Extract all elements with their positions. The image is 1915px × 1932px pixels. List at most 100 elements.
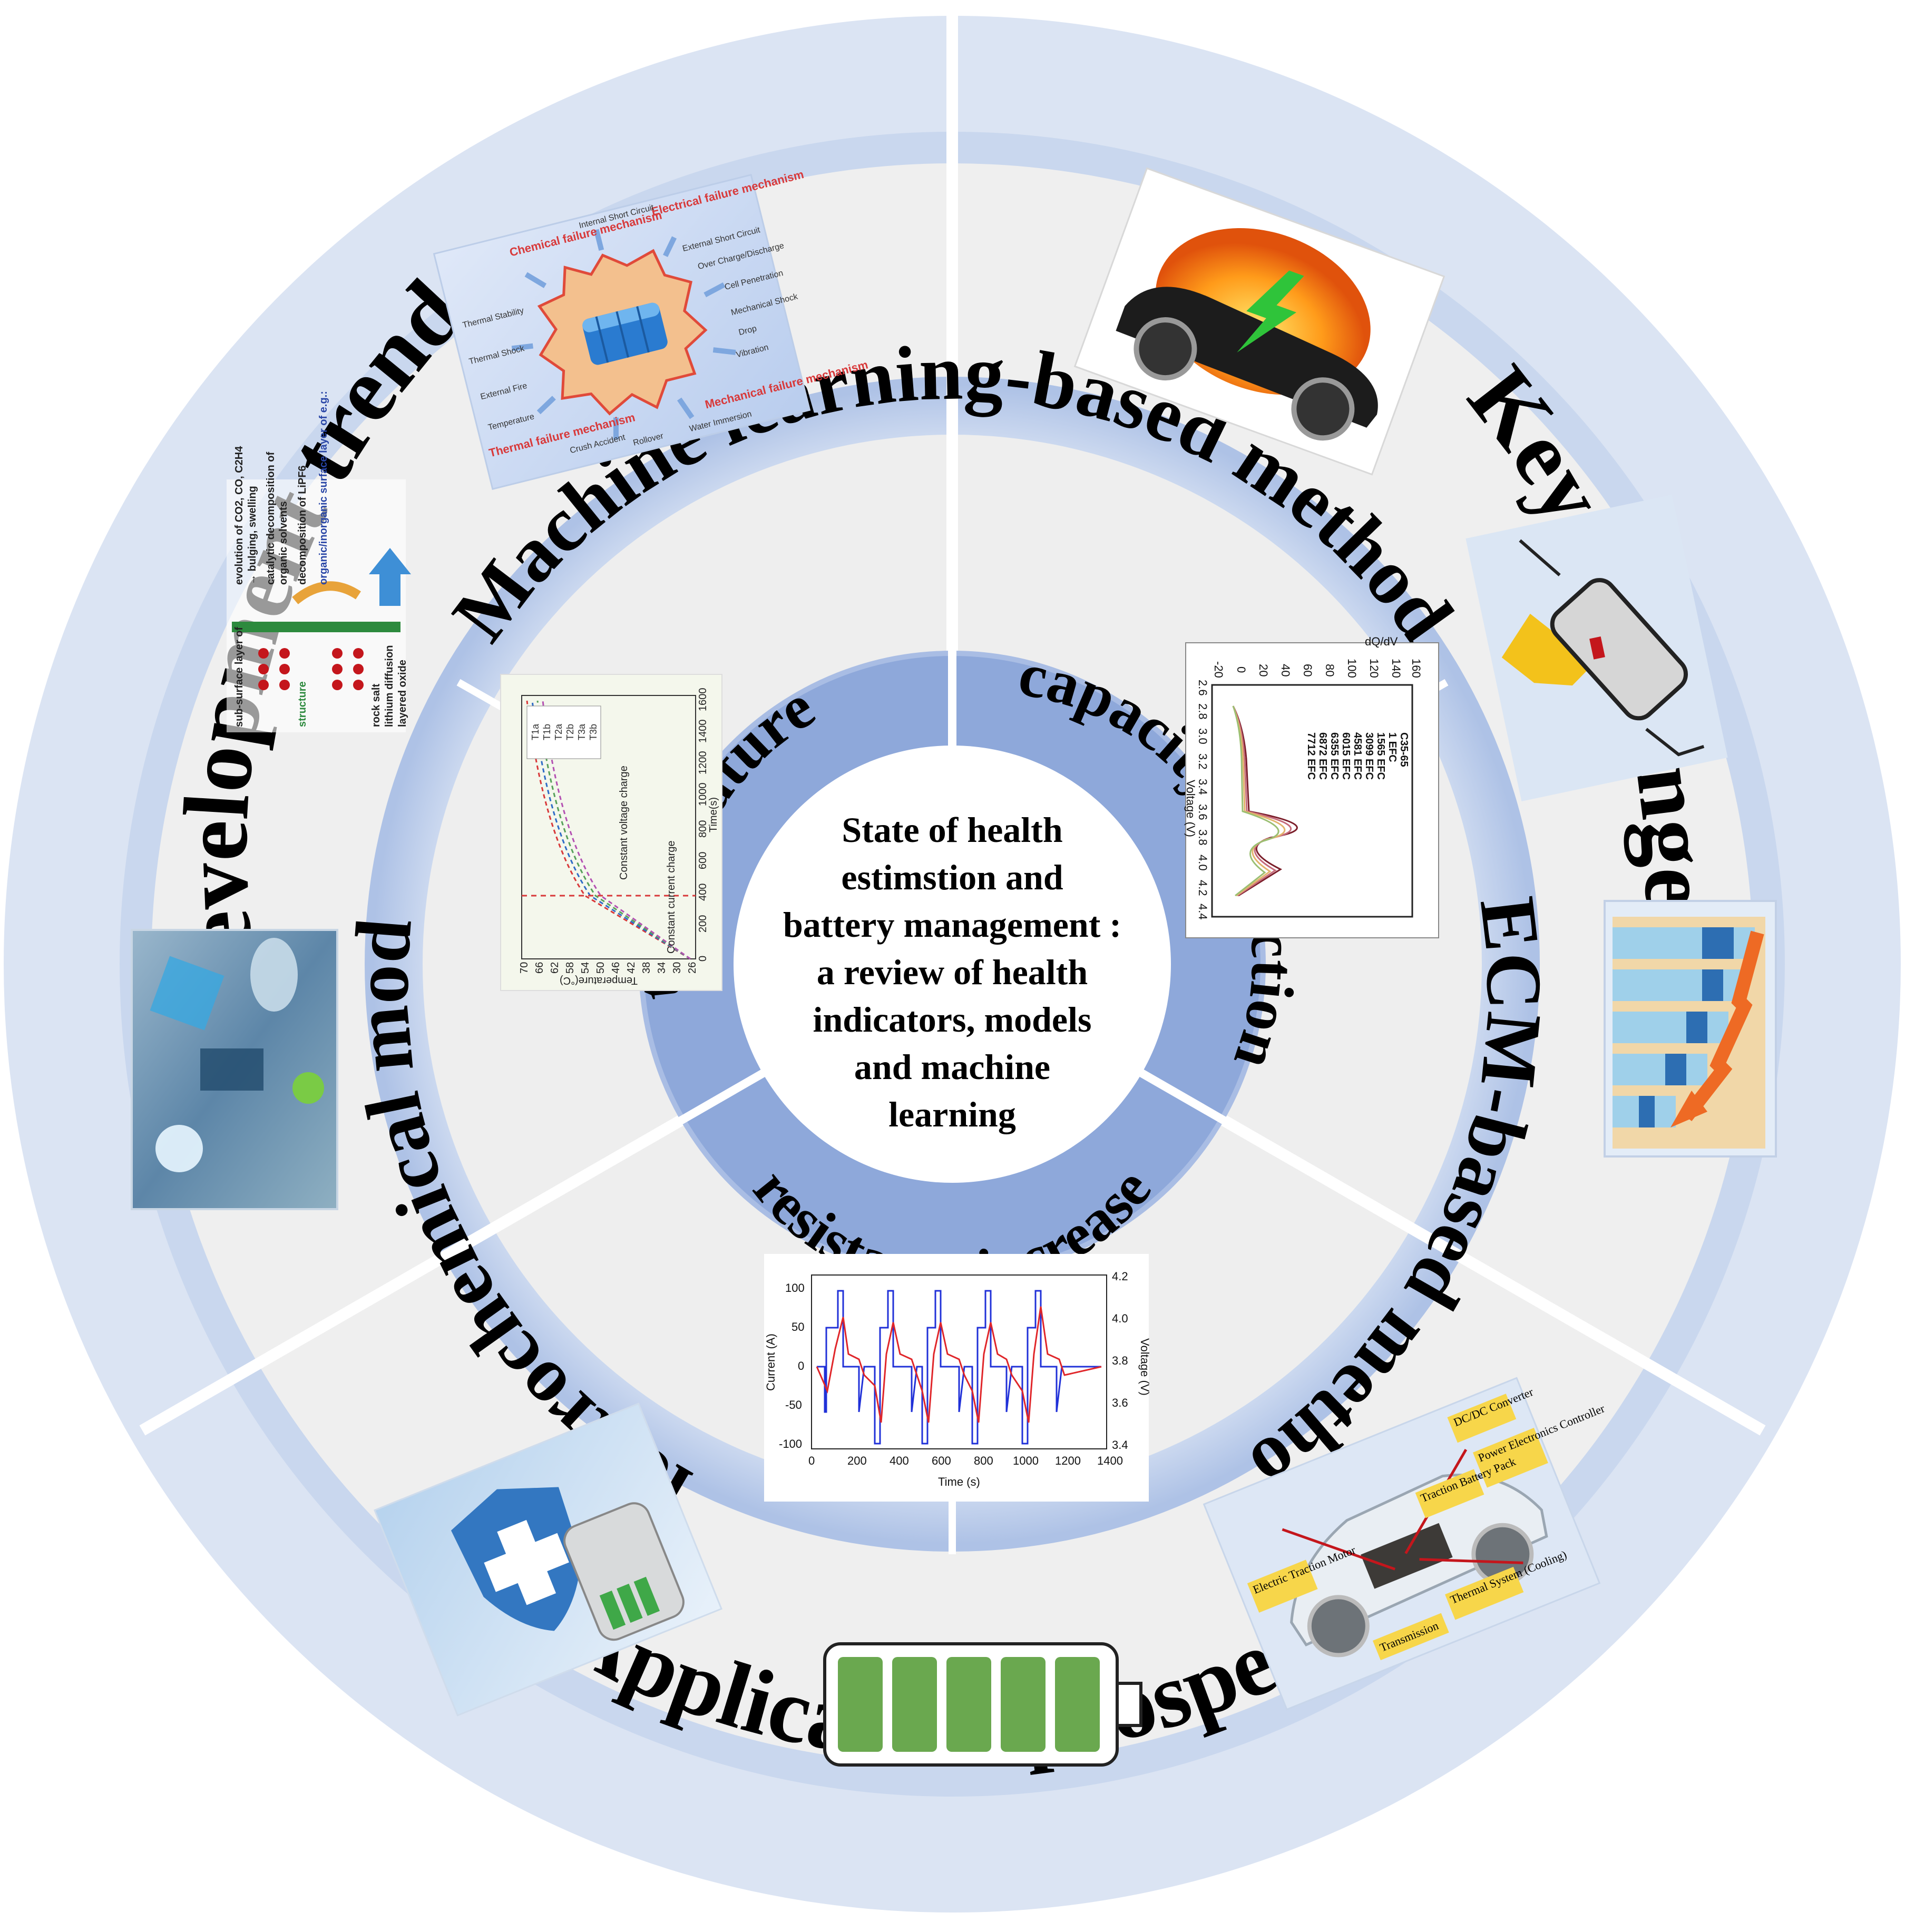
curved-arrow-icon bbox=[292, 581, 361, 605]
cv-ylabel-right: Voltage (V) bbox=[1138, 1338, 1151, 1396]
temp-legend: T2b bbox=[565, 724, 575, 740]
title-line-2: estimstion and bbox=[841, 857, 1063, 897]
temp-ytick: 50 bbox=[595, 962, 607, 974]
dqdv-ytick: 0 bbox=[1235, 666, 1248, 673]
dqdv-xtick: 4.2 bbox=[1196, 880, 1209, 896]
recycle-icon bbox=[292, 1072, 324, 1104]
dqdv-xtick: 3.0 bbox=[1196, 728, 1209, 744]
cv-current-trace bbox=[816, 1290, 1102, 1445]
cv-xtick: 200 bbox=[847, 1454, 867, 1467]
dqdv-ytick: 40 bbox=[1279, 664, 1292, 676]
battery-cells-icon bbox=[582, 302, 668, 365]
cv-xlabel: Time (s) bbox=[938, 1475, 980, 1488]
cv-ytick-right: 3.8 bbox=[1112, 1354, 1128, 1367]
sei-label: catalytic decomposition of bbox=[265, 452, 277, 585]
sei-layer bbox=[232, 622, 400, 632]
cv-ytick-left: 0 bbox=[798, 1359, 804, 1372]
temp-xtick: 1400 bbox=[697, 720, 709, 743]
cv-ylabel-left: Current (A) bbox=[764, 1333, 777, 1391]
dqdv-xtick: 2.8 bbox=[1196, 703, 1209, 720]
temperature-plot: Constant voltage charge Constant current… bbox=[500, 674, 722, 991]
dqdv-xtick: 3.2 bbox=[1196, 753, 1209, 770]
temp-xtick: 1200 bbox=[697, 751, 709, 775]
temp-legend: T1b bbox=[542, 724, 552, 740]
cartoon-battery-image bbox=[1465, 494, 1728, 802]
temp-ytick: 54 bbox=[580, 962, 591, 974]
burning-car-image bbox=[1073, 167, 1445, 476]
sei-label: organic solvents bbox=[278, 501, 289, 585]
dqdv-xtick: 3.4 bbox=[1196, 779, 1209, 795]
temp-note: Constant current charge bbox=[666, 840, 677, 954]
dqdv-ytick: 100 bbox=[1345, 659, 1359, 678]
sei-label: organic/inorganic surface layer of e.g.: bbox=[318, 391, 329, 585]
battery-cell bbox=[1001, 1657, 1046, 1752]
temp-ytick: 34 bbox=[656, 962, 668, 974]
cv-xtick: 1000 bbox=[1013, 1454, 1039, 1467]
temp-xtick: 400 bbox=[697, 884, 709, 901]
temp-ytick: 38 bbox=[641, 962, 652, 974]
temp-ytick: 70 bbox=[519, 962, 530, 974]
cv-ytick-right: 4.2 bbox=[1112, 1270, 1128, 1283]
temp-xlabel: Time(s) bbox=[708, 797, 719, 832]
cv-ytick-right: 4.0 bbox=[1112, 1312, 1128, 1325]
battery-pack-icon bbox=[1361, 1523, 1453, 1589]
title-line-5: indicators, models bbox=[813, 999, 1092, 1039]
dqdv-curves bbox=[1232, 705, 1298, 897]
temp-legend: T1a bbox=[530, 723, 541, 740]
dqdv-xtick: 3.6 bbox=[1196, 804, 1209, 820]
battery-character bbox=[1550, 578, 1688, 721]
cv-xtick: 0 bbox=[808, 1454, 815, 1467]
dqdv-legend: 4581 EFC bbox=[1352, 732, 1363, 780]
dqdv-ytick: 160 bbox=[1410, 659, 1423, 678]
dqdv-ytick: 60 bbox=[1301, 664, 1314, 676]
cv-xtick: 1200 bbox=[1055, 1454, 1081, 1467]
battery-cell bbox=[1055, 1657, 1100, 1752]
sei-label: rock salt bbox=[370, 683, 382, 727]
temp-ytick: 62 bbox=[549, 962, 561, 974]
temp-legend: T3a bbox=[577, 723, 587, 740]
spark-icon bbox=[155, 1125, 203, 1172]
title-line-1: State of health bbox=[842, 810, 1062, 850]
temp-xtick: 800 bbox=[697, 820, 709, 838]
dqdv-legend: 6355 EFC bbox=[1328, 732, 1340, 780]
cv-ytick-left: 50 bbox=[792, 1320, 804, 1333]
sei-label: → bulging, swelling bbox=[247, 486, 258, 585]
failure-arrows bbox=[511, 229, 736, 439]
dqdv-legend: 6015 EFC bbox=[1340, 732, 1352, 780]
temp-legend: T2a bbox=[553, 723, 564, 740]
dqdv-xlabel: Voltage (V) bbox=[1184, 780, 1197, 837]
temp-legend: T3b bbox=[588, 724, 599, 740]
cv-ytick-left: -100 bbox=[779, 1437, 802, 1450]
sei-label: layered oxide bbox=[397, 660, 408, 727]
full-battery-icon bbox=[823, 1642, 1142, 1767]
cv-xtick: 400 bbox=[890, 1454, 909, 1467]
failure-mechanism-figure: Chemical failure mechanism Electrical fa… bbox=[433, 168, 869, 490]
dqdv-xtick: 2.6 bbox=[1196, 680, 1209, 696]
temp-ytick: 58 bbox=[564, 962, 576, 974]
dqdv-xtick: 4.0 bbox=[1196, 855, 1209, 871]
arrow-icon bbox=[369, 548, 411, 606]
temp-ytick: 42 bbox=[626, 962, 637, 974]
temp-xtick: 200 bbox=[697, 915, 709, 933]
wheel-icon bbox=[1134, 317, 1197, 381]
sei-label: sub-surface layer of bbox=[233, 627, 245, 727]
dqdv-legend: 3099 EFC bbox=[1363, 732, 1375, 780]
center-disc bbox=[734, 746, 1171, 1183]
sei-label: structure bbox=[297, 681, 308, 727]
cv-ytick-right: 3.4 bbox=[1112, 1438, 1128, 1452]
dqdv-plot: -20 0 20 40 60 80 100 120 140 160 2.6 2.… bbox=[1184, 635, 1439, 938]
temp-ytick: 46 bbox=[610, 962, 622, 974]
chip-icon bbox=[150, 956, 224, 1031]
temp-xtick: 1600 bbox=[697, 688, 709, 712]
title-line-3: battery management : bbox=[783, 905, 1121, 945]
dqdv-legend: 1565 EFC bbox=[1375, 732, 1386, 780]
dqdv-xtick: 3.8 bbox=[1196, 829, 1209, 846]
center-title: State of health estimstion and battery m… bbox=[783, 810, 1121, 1134]
title-line-4: a review of health bbox=[817, 952, 1088, 992]
dqdv-ytick: 80 bbox=[1323, 664, 1336, 676]
battery-cell bbox=[892, 1657, 937, 1752]
dqdv-legend: 7712 EFC bbox=[1305, 732, 1317, 780]
lightning-icon bbox=[1237, 270, 1304, 352]
temp-ytick: 66 bbox=[534, 962, 545, 974]
